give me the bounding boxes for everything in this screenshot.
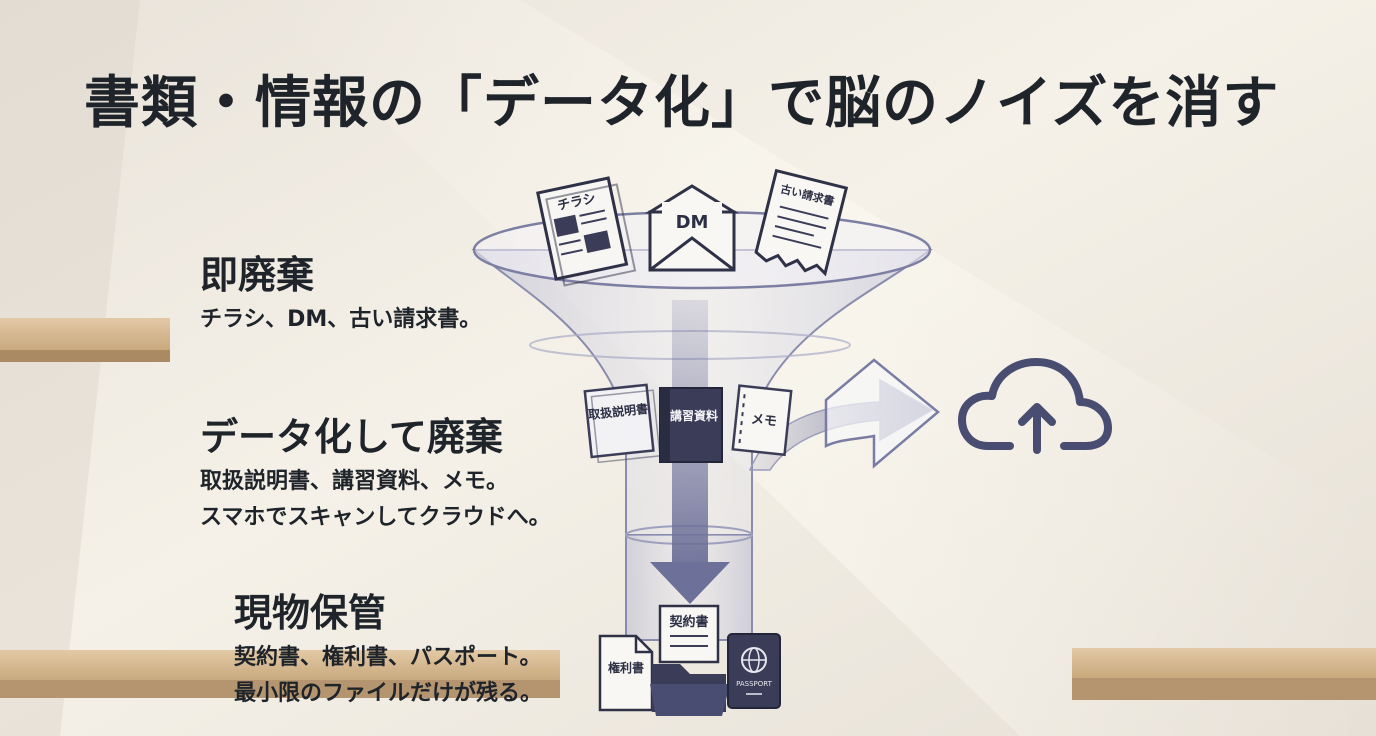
section-heading-digitize: データ化して廃棄	[200, 415, 503, 459]
section-heading-keep: 現物保管	[234, 591, 387, 635]
section-heading-discard: 即廃棄	[200, 253, 315, 297]
envelope-icon: DM	[644, 184, 740, 272]
section-line: チラシ、DM、古い請求書。	[200, 307, 482, 332]
left-shelf	[0, 318, 170, 362]
contract-icon: 契約書	[658, 604, 720, 664]
bottom-shelf	[0, 648, 1376, 700]
invoice-icon: 古い請求書	[754, 168, 849, 277]
deed-icon: 権利書	[598, 634, 654, 712]
binder-label: 講習資料	[670, 408, 718, 423]
binder-icon: 講習資料	[659, 387, 723, 463]
notebook-label: メモ	[750, 412, 777, 430]
deed-label: 権利書	[608, 660, 644, 675]
section-body-discard: チラシ、DM、古い請求書。	[200, 302, 481, 338]
flyer-icon: チラシ	[536, 176, 637, 287]
folder-icon	[650, 664, 730, 716]
contract-label: 契約書	[668, 614, 708, 630]
manual-icon: 取扱説明書	[583, 383, 661, 464]
envelope-label: DM	[676, 212, 709, 233]
passport-label: PASSPORT	[736, 680, 773, 688]
section-line: 取扱説明書、講習資料、メモ。	[200, 469, 509, 494]
section-body-keep: 契約書、権利書、パスポート。 最小限のファイルだけが残る。	[234, 640, 542, 712]
section-body-digitize: 取扱説明書、講習資料、メモ。 スマホでスキャンしてクラウドへ。	[200, 464, 551, 536]
section-line: 契約書、権利書、パスポート。	[234, 645, 542, 670]
passport-icon: PASSPORT	[727, 633, 781, 709]
notebook-icon: メモ	[731, 384, 793, 457]
manual-label: 取扱説明書	[587, 401, 648, 422]
page-title: 書類・情報の「データ化」で脳のノイズを消す	[84, 71, 1280, 136]
section-line: 最小限のファイルだけが残る。	[234, 681, 543, 706]
section-line: スマホでスキャンしてクラウドへ。	[200, 505, 551, 530]
cloud-upload-icon	[958, 358, 1112, 454]
